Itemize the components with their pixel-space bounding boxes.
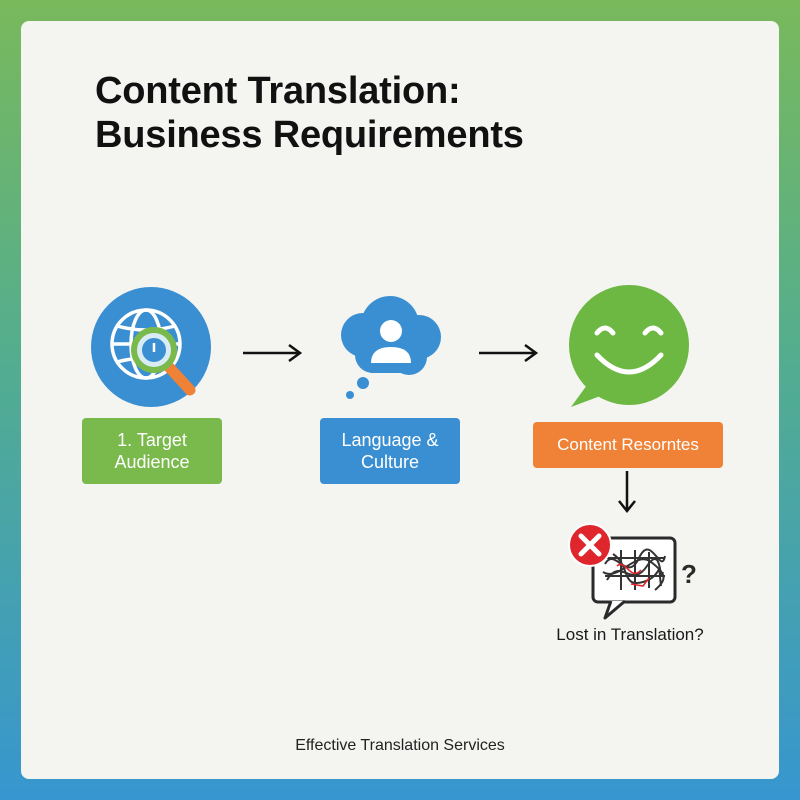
arrow-right-icon <box>243 343 303 363</box>
step-2-label-line-2: Culture <box>360 452 420 472</box>
globe-search-icon <box>91 287 211 407</box>
arrow-right-icon <box>479 343 539 363</box>
smiley-chat-bubble-icon <box>569 285 689 407</box>
step-2-label-line-1: Language & <box>341 430 439 450</box>
tangled-chat-bubble-icon <box>591 536 677 620</box>
diagram-card: Content Translation: Business Requiremen… <box>21 21 779 779</box>
step-language-culture-label: Language & Culture <box>320 418 460 484</box>
x-circle-icon <box>568 523 612 567</box>
arrow-down-icon <box>618 471 636 513</box>
lost-in-translation-caption: Lost in Translation? <box>556 625 704 644</box>
step-1-label-line-2: Audience <box>114 452 190 472</box>
person-thought-cloud-icon <box>341 296 441 399</box>
page-title: Content Translation: Business Requiremen… <box>95 69 524 157</box>
step-1-label-line-1: 1. Target <box>117 430 187 450</box>
title-line-1: Content Translation: <box>95 70 461 112</box>
step-3-label: Content Resorntes <box>557 435 699 454</box>
footer-text: Effective Translation Services <box>295 737 505 754</box>
question-mark: ? <box>681 559 697 589</box>
step-content-label: Content Resorntes <box>533 422 723 468</box>
title-line-2: Business Requirements <box>95 114 524 156</box>
step-target-audience-label: 1. Target Audience <box>82 418 222 484</box>
